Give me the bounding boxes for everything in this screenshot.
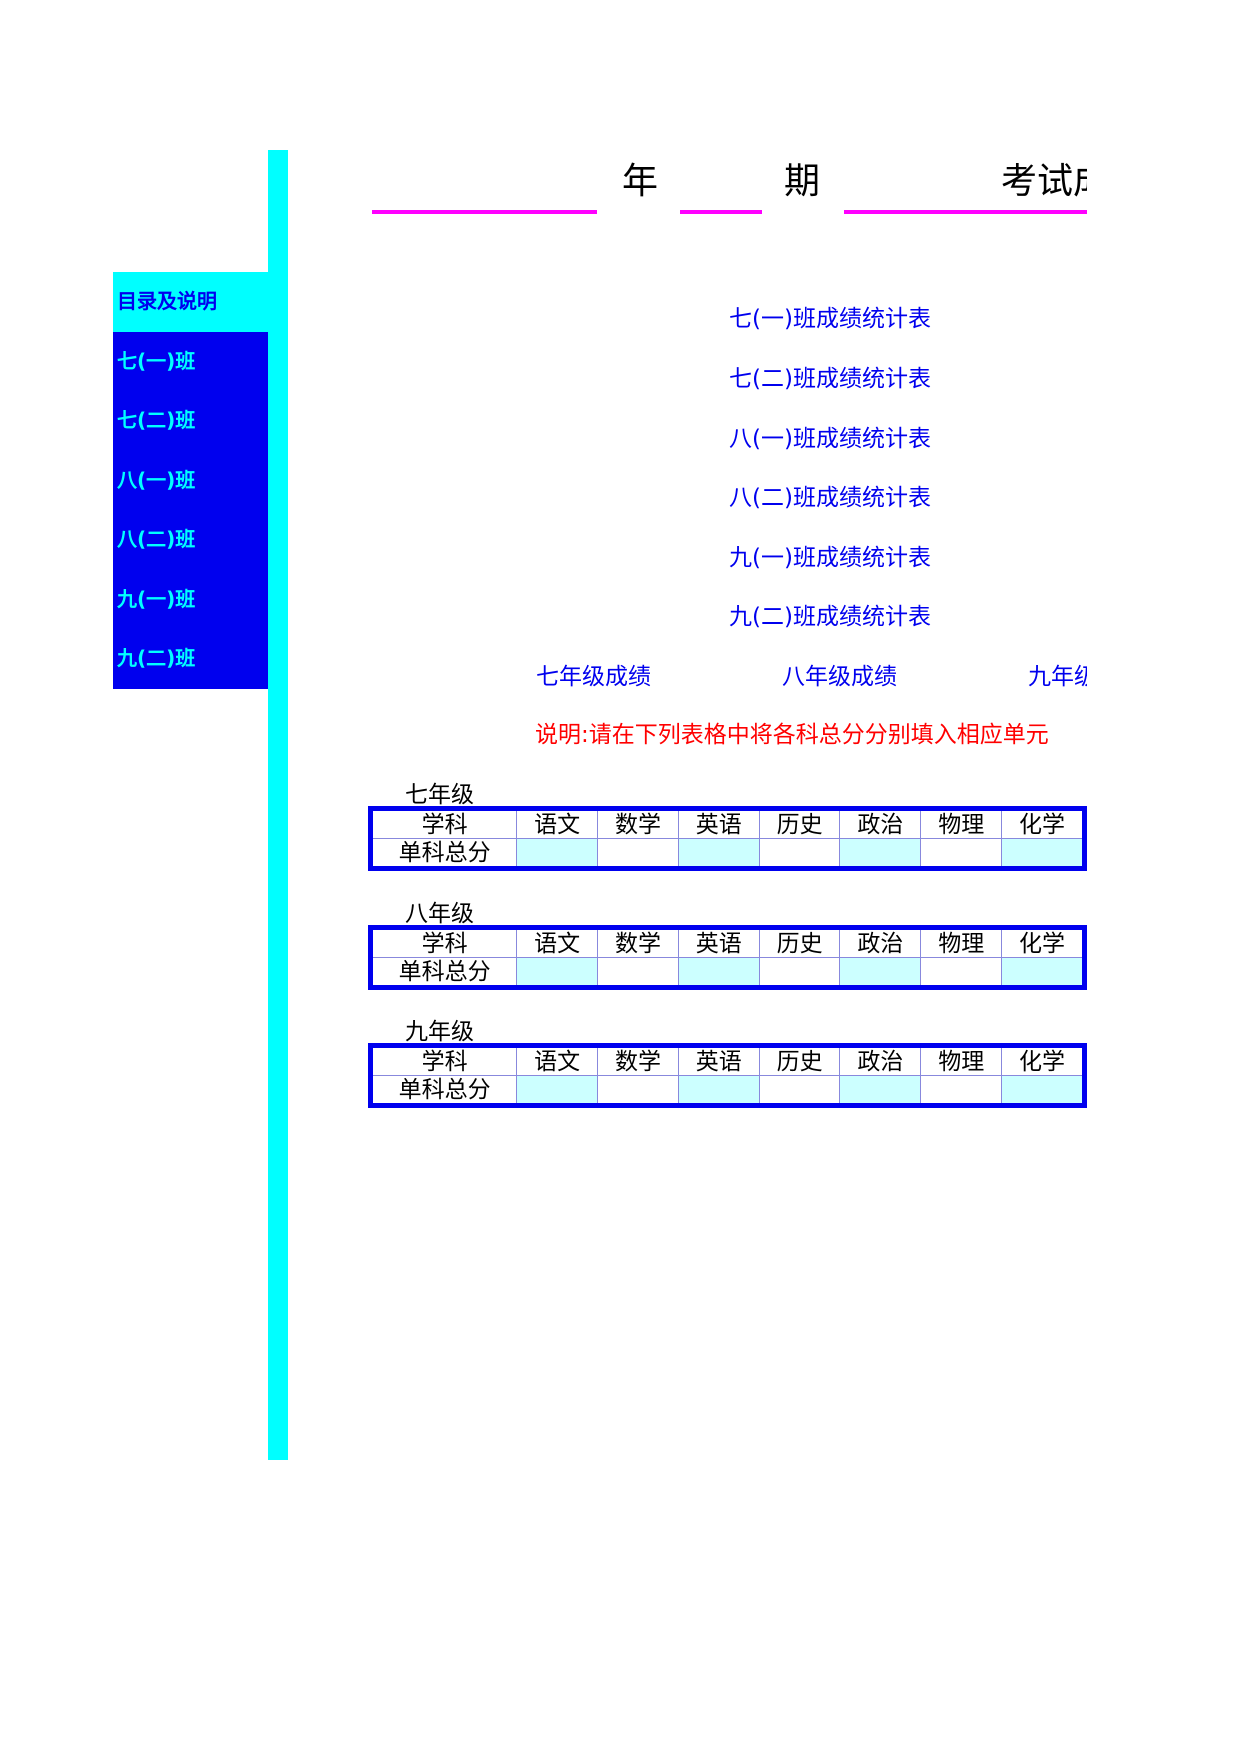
sheet-content: 年 期 考试成 七(一)班成绩统计表 七(二)班成绩统计表 八(一)班成绩统计表…: [368, 161, 1087, 1108]
sidebar-item-class-8-1[interactable]: 八(一)班: [113, 450, 268, 510]
term-underline[interactable]: [680, 210, 762, 214]
grade-7-score-table: 学科 语文 数学 英语 历史 政治 物理 化学 单科总分: [368, 806, 1087, 871]
link-class-7-1[interactable]: 七(一)班成绩统计表: [729, 306, 931, 332]
year-label: 年: [622, 161, 659, 202]
link-class-9-2[interactable]: 九(二)班成绩统计表: [729, 604, 931, 630]
total-input-english[interactable]: [677, 957, 760, 988]
sidebar-item-contents[interactable]: 目录及说明: [113, 272, 268, 332]
total-input-physics[interactable]: [920, 1075, 1003, 1106]
total-input-math[interactable]: [597, 957, 679, 988]
total-input-chemistry[interactable]: [1001, 838, 1085, 869]
link-grade-9[interactable]: 九年级: [1028, 664, 1087, 690]
total-input-politics[interactable]: [839, 1075, 922, 1106]
table-row: 单科总分: [369, 1075, 1085, 1106]
link-grade-7[interactable]: 七年级成绩: [536, 664, 651, 690]
table-row: 学科 语文 数学 英语 历史 政治 物理 化学: [369, 1045, 1085, 1076]
total-input-chemistry[interactable]: [1001, 1075, 1085, 1106]
exam-label: 考试成: [1001, 161, 1087, 202]
total-header: 单科总分: [369, 1075, 518, 1106]
total-input-physics[interactable]: [920, 957, 1003, 988]
subject-physics: 物理: [920, 1045, 1003, 1076]
subject-english: 英语: [677, 808, 760, 839]
total-input-history[interactable]: [758, 838, 841, 869]
sidebar-item-class-7-2[interactable]: 七(二)班: [113, 391, 268, 451]
subject-english: 英语: [677, 927, 760, 958]
total-input-chinese[interactable]: [516, 838, 599, 869]
subject-chinese: 语文: [516, 927, 599, 958]
total-input-physics[interactable]: [920, 838, 1003, 869]
link-grade-8[interactable]: 八年级成绩: [782, 664, 897, 690]
grade-8-label: 八年级: [405, 901, 474, 927]
subject-math: 数学: [597, 1045, 679, 1076]
subject-history: 历史: [758, 808, 841, 839]
year-underline[interactable]: [372, 210, 597, 214]
grade-9-label: 九年级: [405, 1019, 474, 1045]
total-input-politics[interactable]: [839, 838, 922, 869]
grade-9-score-table: 学科 语文 数学 英语 历史 政治 物理 化学 单科总分: [368, 1043, 1087, 1108]
term-label: 期: [784, 161, 821, 202]
link-class-8-1[interactable]: 八(一)班成绩统计表: [729, 426, 931, 452]
subject-physics: 物理: [920, 927, 1003, 958]
total-input-math[interactable]: [597, 1075, 679, 1106]
exam-underline[interactable]: [844, 210, 1087, 214]
table-row: 学科 语文 数学 英语 历史 政治 物理 化学: [369, 927, 1085, 958]
total-input-politics[interactable]: [839, 957, 922, 988]
subject-chemistry: 化学: [1001, 1045, 1085, 1076]
total-header: 单科总分: [369, 957, 518, 988]
subject-math: 数学: [597, 927, 679, 958]
link-class-7-2[interactable]: 七(二)班成绩统计表: [729, 366, 931, 392]
total-input-chemistry[interactable]: [1001, 957, 1085, 988]
grade-8-score-table: 学科 语文 数学 英语 历史 政治 物理 化学 单科总分: [368, 925, 1087, 990]
instruction-note: 说明:请在下列表格中将各科总分分别填入相应单元: [535, 722, 1049, 748]
subject-chemistry: 化学: [1001, 808, 1085, 839]
table-row: 单科总分: [369, 957, 1085, 988]
subject-politics: 政治: [839, 808, 922, 839]
total-input-history[interactable]: [758, 1075, 841, 1106]
link-class-9-1[interactable]: 九(一)班成绩统计表: [729, 545, 931, 571]
sidebar-nav: 目录及说明 七(一)班 七(二)班 八(一)班 八(二)班 九(一)班 九(二)…: [113, 272, 268, 689]
sidebar-item-class-8-2[interactable]: 八(二)班: [113, 510, 268, 570]
sidebar-item-class-9-1[interactable]: 九(一)班: [113, 569, 268, 629]
total-input-history[interactable]: [758, 957, 841, 988]
sidebar-item-class-9-2[interactable]: 九(二)班: [113, 629, 268, 689]
link-class-8-2[interactable]: 八(二)班成绩统计表: [729, 485, 931, 511]
subject-header: 学科: [369, 808, 518, 839]
subject-header: 学科: [369, 1045, 518, 1076]
subject-chinese: 语文: [516, 1045, 599, 1076]
sidebar-item-class-7-1[interactable]: 七(一)班: [113, 331, 268, 391]
subject-politics: 政治: [839, 1045, 922, 1076]
subject-chemistry: 化学: [1001, 927, 1085, 958]
table-row: 学科 语文 数学 英语 历史 政治 物理 化学: [369, 808, 1085, 839]
subject-politics: 政治: [839, 927, 922, 958]
total-input-chinese[interactable]: [516, 1075, 599, 1106]
table-row: 单科总分: [369, 838, 1085, 869]
total-header: 单科总分: [369, 838, 518, 869]
sidebar-accent-bar: [268, 150, 288, 1460]
subject-header: 学科: [369, 927, 518, 958]
subject-english: 英语: [677, 1045, 760, 1076]
subject-math: 数学: [597, 808, 679, 839]
subject-chinese: 语文: [516, 808, 599, 839]
total-input-english[interactable]: [677, 838, 760, 869]
total-input-chinese[interactable]: [516, 957, 599, 988]
subject-history: 历史: [758, 927, 841, 958]
subject-history: 历史: [758, 1045, 841, 1076]
subject-physics: 物理: [920, 808, 1003, 839]
total-input-math[interactable]: [597, 838, 679, 869]
total-input-english[interactable]: [677, 1075, 760, 1106]
grade-7-label: 七年级: [405, 782, 474, 808]
